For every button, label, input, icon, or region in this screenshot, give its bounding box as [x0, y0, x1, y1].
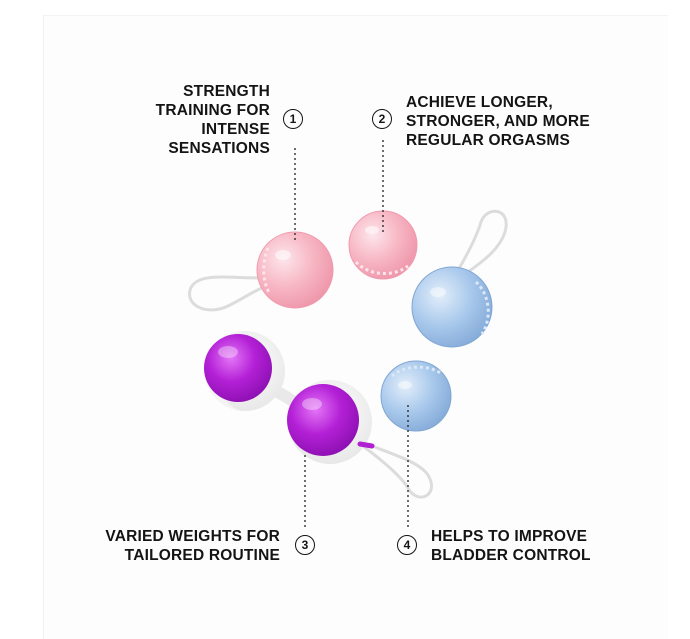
callout-number-2: 2	[372, 109, 392, 129]
callout-line: INTENSE	[201, 121, 270, 138]
callout-line: TRAINING FOR	[155, 102, 270, 119]
blue-ball-small	[380, 360, 452, 432]
callout-line: STRONGER, AND MORE	[406, 113, 590, 130]
callout-line: ACHIEVE LONGER,	[406, 94, 553, 111]
pink-ball-small	[348, 210, 418, 280]
callout-number-3: 3	[295, 535, 315, 555]
callout-number-4: 4	[397, 535, 417, 555]
background-panel	[43, 15, 668, 639]
blue-ball-large	[411, 266, 493, 348]
callout-line: SENSATIONS	[168, 140, 270, 157]
callout-2-text: ACHIEVE LONGER, STRONGER, AND MORE REGUL…	[406, 93, 590, 150]
callout-line: HELPS TO IMPROVE	[431, 528, 588, 545]
purple-ball-pair	[204, 331, 375, 464]
pink-ball-large	[256, 231, 334, 309]
callout-line: REGULAR ORGASMS	[406, 132, 571, 149]
callout-number-1: 1	[283, 109, 303, 129]
callout-line: STRENGTH	[183, 83, 270, 100]
callout-3-text: VARIED WEIGHTS FOR TAILORED ROUTINE	[105, 527, 280, 565]
pink-retrieval-loop	[188, 275, 263, 312]
callout-line: BLADDER CONTROL	[431, 547, 591, 564]
callout-4-text: HELPS TO IMPROVE BLADDER CONTROL	[431, 527, 591, 565]
callout-line: TAILORED ROUTINE	[124, 547, 280, 564]
blue-retrieval-loop	[455, 209, 508, 274]
callout-line: VARIED WEIGHTS FOR	[105, 528, 280, 545]
callout-1-text: STRENGTH TRAINING FOR INTENSE SENSATIONS	[156, 82, 270, 158]
purple-retrieval-loop	[359, 442, 433, 499]
